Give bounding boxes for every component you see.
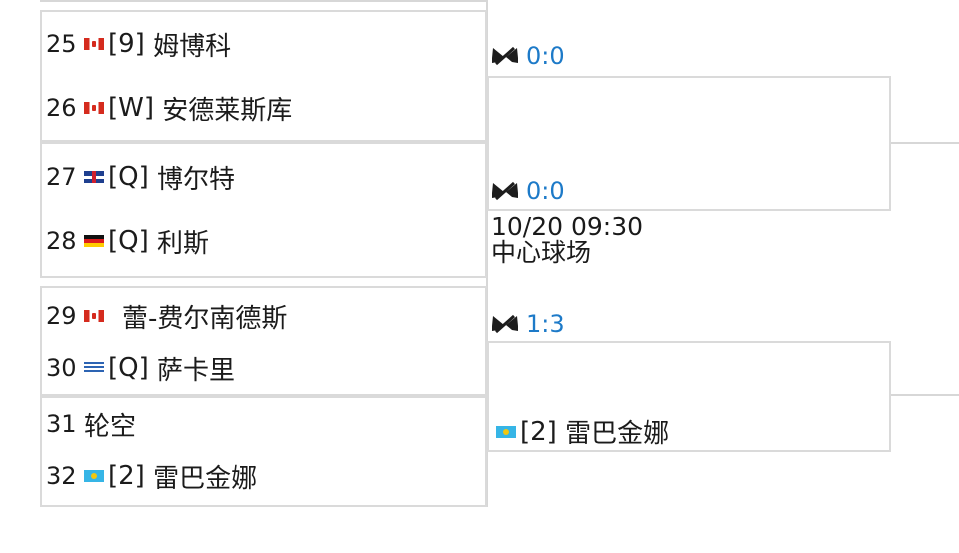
round2-score-3[interactable]: 1:3 (490, 310, 565, 338)
player-name: 萨卡里 (157, 355, 236, 386)
player-row-25[interactable]: 25 [9] 姆博科 (46, 24, 231, 64)
round2-box-2[interactable] (487, 341, 891, 452)
player-name: 蕾-费尔南德斯 (122, 303, 288, 334)
canada-flag-icon (84, 102, 104, 114)
crossed-rackets-icon (492, 181, 518, 201)
player-name: 姆博科 (153, 31, 232, 62)
bracket-line-right-2 (891, 394, 959, 396)
player-row-27[interactable]: 27 [Q] 博尔特 (46, 157, 235, 197)
germany-flag-icon (84, 235, 104, 247)
player-row-31[interactable]: 31 轮空 (46, 404, 136, 444)
seed-number: 25 (46, 30, 77, 58)
player-row-32[interactable]: 32 [2] 雷巴金娜 (46, 456, 257, 496)
kazakhstan-flag-icon (84, 470, 104, 482)
seed-number: 29 (46, 302, 77, 330)
kazakhstan-flag-icon (496, 425, 516, 438)
round2-score-1[interactable]: 0:0 (490, 42, 565, 70)
round2-box-1[interactable] (487, 76, 891, 211)
seed-number: 30 (46, 354, 77, 382)
player-row-28[interactable]: 28 [Q] 利斯 (46, 221, 209, 261)
seed-number: 27 (46, 163, 77, 191)
match-score: 1:3 (526, 310, 565, 338)
seed-number: 31 (46, 410, 77, 438)
player-row-29[interactable]: 29 蕾-费尔南德斯 (46, 296, 287, 336)
canada-flag-icon (84, 310, 104, 322)
match-box-31-32[interactable] (40, 396, 487, 507)
player-name: 雷巴金娜 (565, 419, 670, 449)
bracket-line-top (40, 0, 487, 2)
player-name: 利斯 (157, 228, 210, 259)
match-box-27-28[interactable] (40, 142, 487, 278)
match-schedule: 10/20 09:30 中心球场 (491, 214, 643, 266)
crossed-rackets-icon (492, 46, 518, 66)
bracket-line-right-1 (891, 142, 959, 144)
player-tag: [Q] (108, 226, 149, 256)
player-name: 雷巴金娜 (153, 463, 258, 494)
player-tag: [W] (108, 93, 154, 123)
player-tag: [2] (108, 461, 145, 491)
match-court: 中心球场 (491, 238, 592, 267)
match-score: 0:0 (526, 177, 565, 205)
round2-score-2[interactable]: 0:0 (490, 177, 565, 205)
seed-number: 28 (46, 227, 77, 255)
player-tag: [Q] (108, 353, 149, 383)
match-box-29-30[interactable] (40, 286, 487, 396)
greece-flag-icon (84, 362, 104, 374)
uk-flag-icon (84, 171, 104, 183)
player-row-30[interactable]: 30 [Q] 萨卡里 (46, 348, 235, 388)
seed-number: 26 (46, 94, 77, 122)
match-box-25-26[interactable] (40, 10, 487, 142)
bracket-line-vertical (486, 0, 488, 507)
match-score: 0:0 (526, 42, 565, 70)
player-row-26[interactable]: 26 [W] 安德莱斯库 (46, 88, 292, 128)
player-name: 安德莱斯库 (162, 95, 293, 126)
match-time: 10/20 09:30 (491, 212, 644, 241)
seed-number: 32 (46, 462, 77, 490)
player-name: 博尔特 (157, 164, 236, 195)
player-name: 轮空 (84, 411, 137, 442)
player-tag: [9] (108, 29, 145, 59)
canada-flag-icon (84, 38, 104, 50)
player-tag: [Q] (108, 162, 149, 192)
player-tag: [2] (520, 416, 557, 447)
crossed-rackets-icon (492, 314, 518, 334)
round2-player-row[interactable]: [2] 雷巴金娜 (494, 413, 669, 450)
